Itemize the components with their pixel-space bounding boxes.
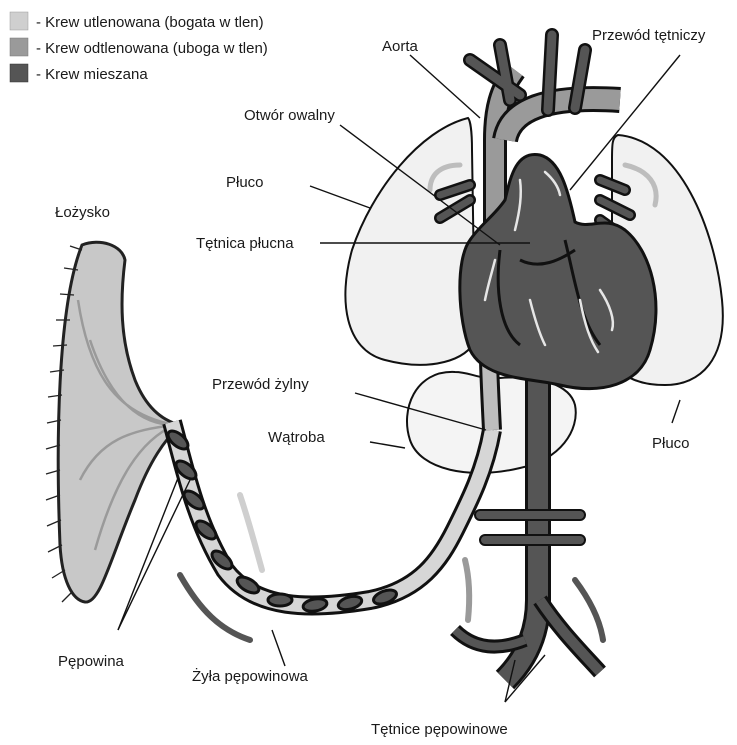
label-pluco-left: Płuco bbox=[226, 174, 264, 191]
legend: - Krew utlenowana (bogata w tlen) - Krew… bbox=[10, 12, 268, 83]
legend-swatch-deoxygenated bbox=[10, 38, 28, 56]
legend-label-oxygenated: - Krew utlenowana (bogata w tlen) bbox=[36, 14, 264, 31]
label-tetnice-pepowinowe: Tętnice pępowinowe bbox=[371, 721, 508, 738]
label-pepowina: Pępowina bbox=[58, 653, 125, 670]
label-zyla-pepowinowa: Żyła pępowinowa bbox=[192, 667, 309, 685]
label-aorta: Aorta bbox=[382, 38, 419, 55]
vessel-band-1 bbox=[475, 510, 585, 520]
legend-label-deoxygenated: - Krew odtlenowana (uboga w tlen) bbox=[36, 40, 268, 57]
flow-arrow-cord-1 bbox=[240, 495, 262, 570]
label-przewod-tetniczy: Przewód tętniczy bbox=[592, 27, 706, 44]
legend-label-mixed: - Krew mieszana bbox=[36, 66, 148, 83]
label-otwor-owalny: Otwór owalny bbox=[244, 107, 335, 124]
flow-arrow-cord-3 bbox=[465, 560, 469, 620]
label-przewod-zylny: Przewód żylny bbox=[212, 376, 309, 393]
placenta bbox=[46, 242, 180, 602]
leader-pluco-left bbox=[310, 186, 370, 208]
flow-arrow-cord-4 bbox=[575, 580, 603, 640]
leader-watroba bbox=[370, 442, 405, 448]
vessel-band-2 bbox=[480, 535, 585, 545]
legend-swatch-oxygenated bbox=[10, 12, 28, 30]
label-watroba: Wątroba bbox=[268, 429, 325, 446]
legend-swatch-mixed bbox=[10, 64, 28, 82]
left-lung bbox=[345, 118, 475, 365]
leader-zyla-pepowinowa bbox=[272, 630, 285, 666]
leader-pluco-right bbox=[672, 400, 680, 423]
label-tetnica-plucna: Tętnica płucna bbox=[196, 235, 294, 252]
umbilical-arteries-twist bbox=[165, 428, 398, 613]
label-pluco-right: Płuco bbox=[652, 435, 690, 452]
aortic-arch-inner bbox=[505, 99, 620, 140]
label-lozysko: Łożysko bbox=[55, 204, 110, 221]
